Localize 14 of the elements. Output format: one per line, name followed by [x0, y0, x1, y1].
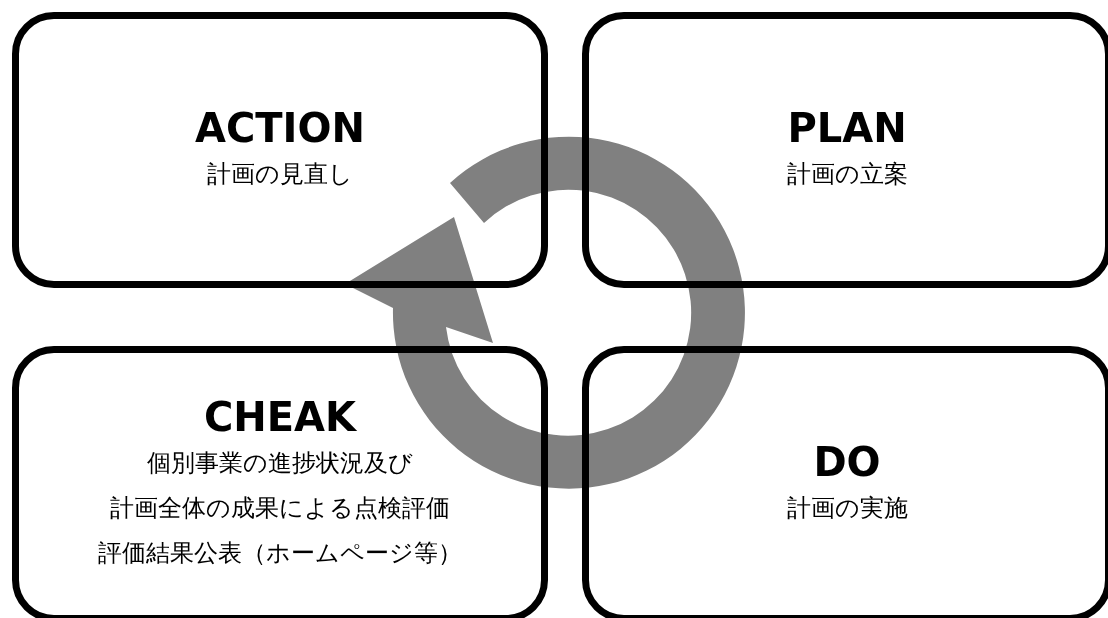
- phase-box: [12, 12, 548, 288]
- phase-box: [582, 12, 1108, 288]
- phase-description: 計画全体の成果による点検評価: [110, 492, 450, 524]
- phase-description: 計画の見直し: [207, 158, 353, 190]
- phase-title: CHEAK: [203, 392, 357, 441]
- phase-description: 計画の実施: [786, 492, 908, 524]
- phase-box: [582, 346, 1108, 618]
- phase-description: 評価結果公表（ホームページ等）: [98, 537, 462, 569]
- phase-title: DO: [813, 437, 881, 486]
- phase-description: 個別事業の進捗状況及び: [147, 447, 413, 479]
- phase-description: 計画の立案: [786, 158, 908, 190]
- phase-title: ACTION: [195, 103, 365, 152]
- phase-title: PLAN: [787, 103, 907, 152]
- phase-box: [12, 346, 548, 618]
